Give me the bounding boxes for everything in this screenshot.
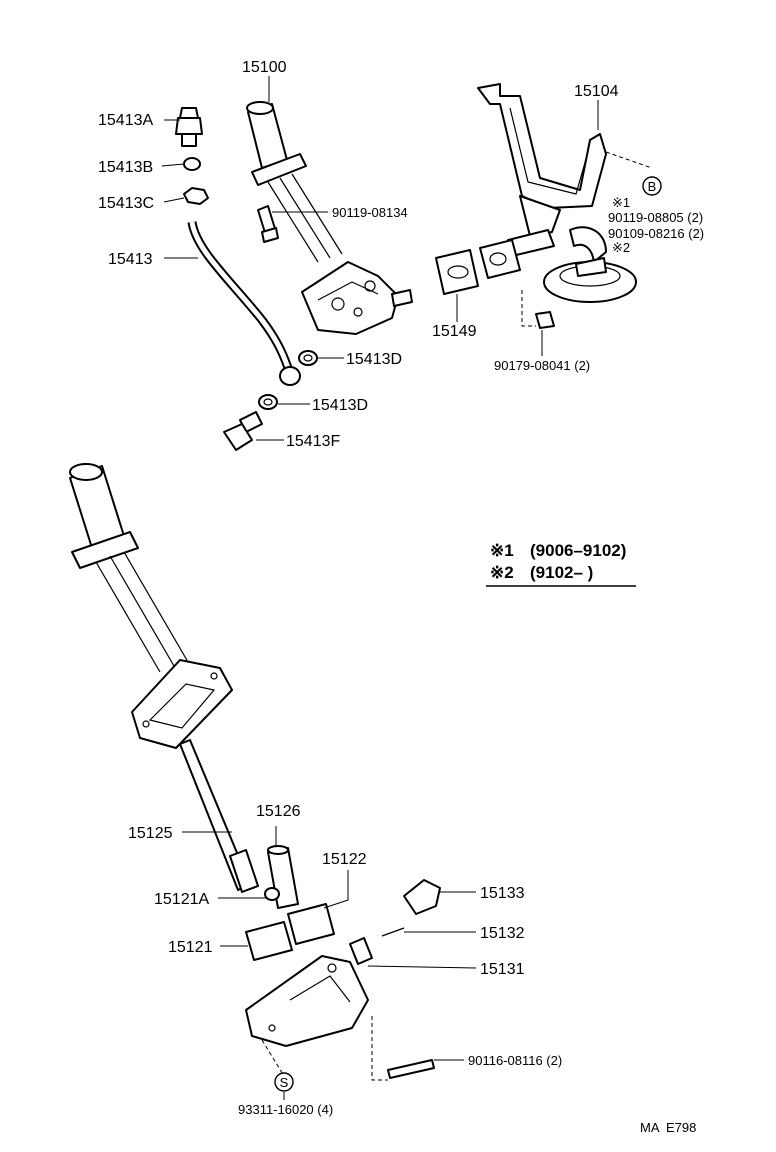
marker-s-text: S	[280, 1075, 289, 1090]
label-15132: 15132	[480, 925, 525, 942]
label-15413C: 15413C	[98, 195, 154, 212]
label-15149: 15149	[432, 323, 477, 340]
label-15100: 15100	[242, 59, 287, 76]
label-15413F: 15413F	[286, 433, 340, 450]
label-15126: 15126	[256, 803, 301, 820]
label-93311-16020: 93311-16020 (4)	[238, 1102, 333, 1117]
oil-pump-body-drawing	[69, 463, 441, 1079]
label-15413: 15413	[108, 251, 153, 268]
label-note-2: ※2	[612, 240, 630, 255]
label-note-1: ※1	[612, 195, 630, 210]
legend-mark-2: ※2	[490, 563, 514, 582]
label-90119-08134: 90119-08134	[332, 205, 408, 220]
union-fitting-15413A	[175, 107, 203, 147]
label-15413A: 15413A	[98, 112, 153, 129]
union-bolt-15413F	[223, 411, 263, 451]
label-15413D-lower: 15413D	[312, 397, 368, 414]
label-15104: 15104	[574, 83, 619, 100]
gasket-15413D-upper	[298, 350, 318, 366]
label-15121A: 15121A	[154, 891, 209, 908]
label-15133: 15133	[480, 885, 525, 902]
marker-s-circle	[274, 1072, 294, 1092]
label-15125: 15125	[128, 825, 173, 842]
legend-range-2: (9102– )	[530, 563, 593, 582]
marker-b-circle	[642, 176, 662, 196]
label-15413D-upper: 15413D	[346, 351, 402, 368]
ball-15413B	[183, 157, 201, 171]
label-15121: 15121	[168, 939, 213, 956]
oil-strainer-drawing	[435, 83, 637, 329]
label-15131: 15131	[480, 961, 525, 978]
applicability-legend: ※1 (9006–9102) ※2 (9102– )	[486, 541, 636, 587]
legend-mark-1: ※1	[490, 541, 514, 560]
nut-15413C	[183, 187, 209, 205]
label-90116-08116: 90116-08116 (2)	[468, 1053, 562, 1068]
label-90179-08041: 90179-08041 (2)	[494, 358, 590, 373]
gasket-15413D-lower	[258, 394, 278, 410]
label-15413B: 15413B	[98, 159, 153, 176]
label-90109-08216: 90109-08216 (2)	[608, 226, 704, 241]
diagram-code: MA E798	[640, 1120, 696, 1135]
label-15122: 15122	[322, 851, 367, 868]
legend-range-1: (9006–9102)	[530, 541, 626, 560]
label-90119-08805: 90119-08805 (2)	[608, 210, 703, 225]
oil-pump-assembly-drawing	[246, 101, 413, 335]
marker-b-text: B	[648, 179, 657, 194]
